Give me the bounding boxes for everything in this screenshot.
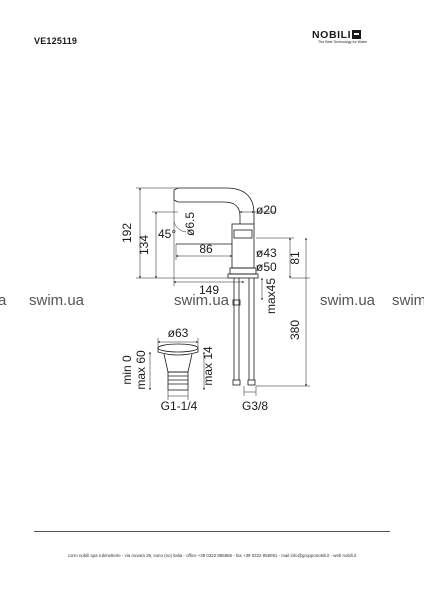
footer-address: corro nobili spa rubinetterie - via nova… — [67, 553, 357, 558]
dimension-lines — [136, 187, 310, 396]
dim-81: 81 — [288, 251, 302, 265]
dim-380: 380 — [288, 320, 302, 340]
footer-divider — [34, 531, 390, 532]
brand-logo: NOBILI — [312, 26, 392, 44]
dim-192: 192 — [120, 223, 134, 243]
drain-dimension-lines — [149, 338, 205, 400]
dim-g3-8: G3/8 — [242, 399, 268, 413]
dim-g1-1-4: G1-1/4 — [161, 399, 198, 413]
dim-d63: ø63 — [168, 326, 189, 340]
drain-waste-view — [157, 343, 199, 391]
dim-45-degrees: 45° — [158, 227, 176, 241]
watermark-text: swim.ua — [29, 292, 85, 309]
dim-134: 134 — [137, 235, 151, 255]
dim-min0: min 0 — [120, 355, 134, 385]
dimension-labels: 192 134 45° ø6.5 ø20 86 ø43 ø50 81 149 m… — [120, 203, 302, 413]
watermark-text: swim.ua — [174, 292, 230, 309]
dim-d50: ø50 — [256, 260, 277, 274]
watermark-fragment-left: a — [0, 292, 7, 309]
dim-86: 86 — [199, 242, 213, 256]
dim-d6-5: ø6.5 — [183, 212, 197, 236]
faucet-side-view — [173, 187, 259, 386]
watermark-fragment-right: swim — [392, 292, 424, 309]
dim-d20: ø20 — [256, 203, 277, 217]
product-code: VE125119 — [34, 36, 78, 46]
brand-tagline: The Best Technology for Water — [318, 40, 368, 44]
dim-max45: max45 — [264, 278, 278, 314]
dim-149: 149 — [199, 283, 219, 297]
brand-name: NOBILI — [312, 28, 352, 41]
dim-d43: ø43 — [256, 246, 277, 260]
dim-max60: max 60 — [134, 350, 148, 390]
dim-max14: max 14 — [201, 346, 215, 386]
watermark-text: swim.ua — [320, 292, 376, 309]
brand-mark-icon — [352, 30, 362, 40]
